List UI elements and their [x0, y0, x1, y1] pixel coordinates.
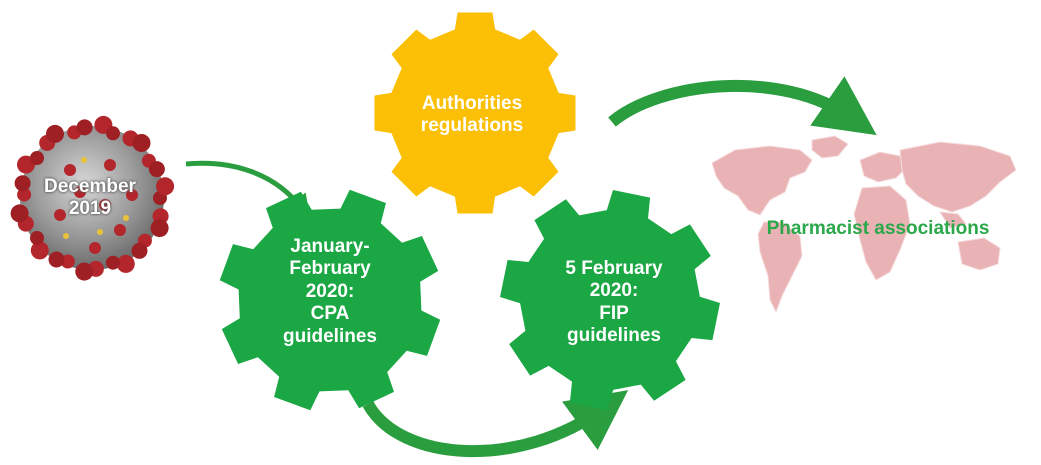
- virus-spike: [131, 242, 148, 259]
- coronavirus-icon: [10, 115, 175, 281]
- virus-spike: [99, 199, 111, 211]
- cpa-line-1: January-: [290, 236, 370, 257]
- virus-spike: [74, 186, 86, 198]
- cpa-line-5: guidelines: [283, 325, 377, 347]
- fip-line-4: guidelines: [567, 325, 661, 347]
- virus-dot: [63, 233, 69, 239]
- authorities-gear: [374, 12, 576, 214]
- virus-dot: [81, 157, 87, 163]
- virus-spike: [116, 254, 135, 273]
- cpa-gear-label: January- February 2020: CPA guidelines: [255, 236, 405, 348]
- virus-spike: [89, 242, 101, 254]
- virus-spike: [150, 219, 169, 238]
- virus-spike: [126, 189, 138, 201]
- cpa-gear: [219, 189, 441, 411]
- virus-spike: [30, 231, 44, 245]
- virus-spike: [48, 251, 65, 268]
- fip-line-2: 2020:: [589, 280, 639, 302]
- virus-label-line-1: December: [44, 176, 136, 197]
- virus-spike: [46, 124, 64, 143]
- virus-spike: [132, 134, 151, 152]
- cpa-line-2: February: [289, 258, 371, 280]
- virus-dot: [123, 215, 129, 221]
- virus-body: [20, 126, 164, 270]
- arrow-cpa-to-fip: [362, 390, 629, 457]
- world-map-icon: [711, 135, 1017, 314]
- arrow-authorities-to-map: [608, 76, 877, 136]
- virus-spike: [64, 164, 76, 176]
- authorities-gear-label: Authorities regulations: [397, 93, 547, 138]
- cpa-line-4: CPA: [310, 303, 350, 325]
- virus-spike: [156, 177, 175, 196]
- pharmacist-associations-label: Pharmacist associations: [766, 218, 990, 239]
- virus-spike: [30, 241, 49, 260]
- cpa-line-3: 2020:: [305, 280, 355, 302]
- virus-label: December 2019: [10, 176, 170, 221]
- authorities-line-2: regulations: [420, 115, 524, 137]
- fip-line-3: FIP: [599, 302, 629, 324]
- virus-spike: [76, 119, 93, 136]
- virus-spike: [106, 255, 120, 270]
- virus-spike: [148, 161, 165, 178]
- virus-dot: [97, 229, 103, 235]
- fip-line-1: 5 February: [565, 258, 663, 279]
- virus-spike: [106, 126, 120, 141]
- virus-spike: [17, 187, 32, 202]
- virus-label-line-2: 2019: [68, 198, 112, 220]
- virus-spike: [30, 151, 44, 165]
- virus-spike: [75, 262, 94, 281]
- virus-spike: [54, 209, 66, 221]
- virus-spike: [114, 224, 126, 236]
- fip-gear: [500, 190, 720, 410]
- virus-spike: [104, 159, 116, 171]
- virus-spike: [10, 204, 29, 223]
- authorities-line-1: Authorities: [421, 93, 523, 114]
- virus-spike: [14, 175, 31, 192]
- fip-gear-label: 5 February 2020: FIP guidelines: [534, 258, 694, 348]
